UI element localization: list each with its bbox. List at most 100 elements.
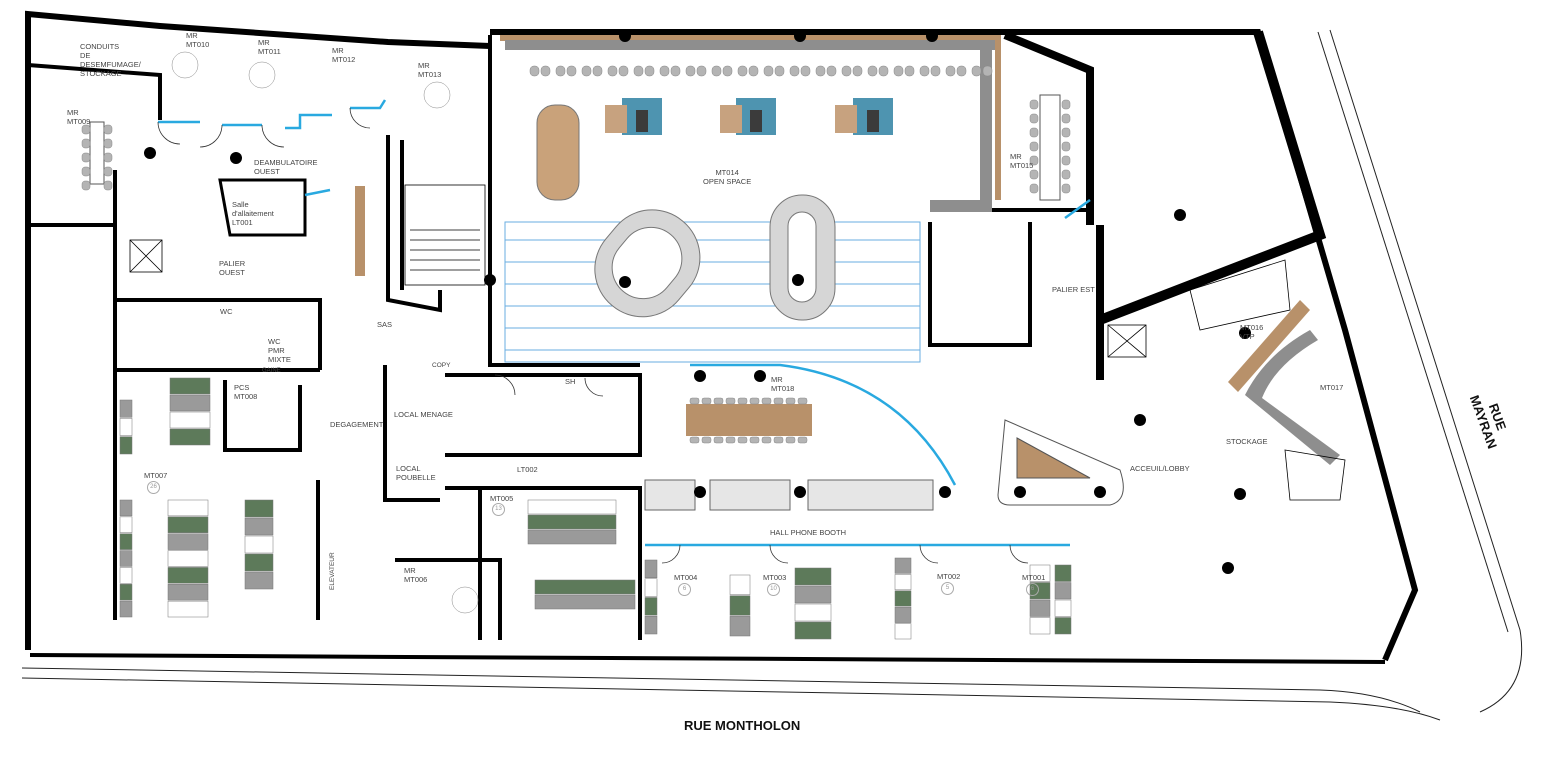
capacity-badge-mt001: 6 bbox=[1026, 583, 1039, 596]
chair bbox=[737, 436, 748, 444]
chair bbox=[1061, 113, 1071, 124]
room-label-palier-ouest: PALIER OUEST bbox=[219, 259, 246, 277]
room-label-conduits: CONDUITS DE DESEMFUMAGE/ STOCKAGE bbox=[80, 42, 141, 78]
chair bbox=[659, 65, 670, 77]
chair bbox=[81, 166, 91, 177]
desk bbox=[1054, 617, 1072, 635]
room-label-sh: SH bbox=[565, 377, 576, 386]
round-table bbox=[248, 61, 276, 89]
chair bbox=[1029, 99, 1039, 110]
room-label-elevateur: ELEVATEUR bbox=[329, 552, 336, 590]
chair bbox=[713, 436, 724, 444]
chair bbox=[773, 436, 784, 444]
room-label-mt001: MT001 bbox=[1022, 573, 1046, 582]
desk bbox=[729, 574, 751, 595]
chairs bbox=[81, 51, 1071, 614]
chair bbox=[540, 65, 551, 77]
desk bbox=[644, 597, 658, 616]
desk bbox=[1029, 617, 1051, 635]
column bbox=[794, 486, 806, 498]
room-label-mt018: MR MT018 bbox=[771, 375, 795, 393]
chair bbox=[103, 138, 113, 149]
column bbox=[619, 30, 631, 42]
chair bbox=[815, 65, 826, 77]
desk bbox=[119, 600, 133, 618]
chair bbox=[644, 65, 655, 77]
column bbox=[1239, 327, 1251, 339]
chair bbox=[1061, 141, 1071, 152]
desk bbox=[527, 514, 617, 530]
chair bbox=[904, 65, 915, 77]
desk bbox=[244, 571, 274, 590]
desk bbox=[167, 533, 209, 550]
desk bbox=[1029, 564, 1051, 582]
chair bbox=[841, 65, 852, 77]
room-label-degagement: DEGAGEMENT bbox=[330, 420, 384, 429]
desk bbox=[729, 616, 751, 637]
desk bbox=[1054, 564, 1072, 582]
chair bbox=[763, 65, 774, 77]
chair bbox=[566, 65, 577, 77]
chair bbox=[826, 65, 837, 77]
column bbox=[230, 152, 242, 164]
chair bbox=[956, 65, 967, 77]
chair bbox=[878, 65, 889, 77]
column bbox=[1174, 209, 1186, 221]
desk bbox=[119, 499, 133, 517]
column bbox=[794, 30, 806, 42]
chair bbox=[701, 397, 712, 405]
phone-booths bbox=[644, 479, 934, 511]
chair bbox=[685, 65, 696, 77]
desk bbox=[119, 418, 133, 436]
desk bbox=[167, 567, 209, 584]
desk bbox=[527, 529, 617, 545]
desk bbox=[644, 559, 658, 578]
chair bbox=[761, 436, 772, 444]
chair bbox=[1029, 113, 1039, 124]
chair bbox=[1061, 183, 1071, 194]
chair bbox=[773, 397, 784, 405]
chair bbox=[797, 436, 808, 444]
column bbox=[792, 274, 804, 286]
room-label-sas: SAS bbox=[377, 320, 393, 329]
chair bbox=[789, 65, 800, 77]
room-label-palier-est: PALIER EST bbox=[1052, 285, 1095, 294]
chair bbox=[689, 397, 700, 405]
desk bbox=[644, 616, 658, 635]
chair bbox=[1029, 155, 1039, 166]
desk bbox=[534, 594, 636, 610]
desk bbox=[244, 553, 274, 572]
room-label-lt002: LT002 bbox=[517, 465, 538, 474]
chair bbox=[774, 65, 785, 77]
desk bbox=[794, 621, 832, 640]
room-label-local-menage: LOCAL MENAGE bbox=[394, 410, 453, 419]
desk bbox=[244, 517, 274, 536]
capacity-badge-mt007: 26 bbox=[147, 481, 160, 494]
column bbox=[1094, 486, 1106, 498]
chair bbox=[1029, 169, 1039, 180]
oval-tables bbox=[536, 104, 836, 321]
desk bbox=[244, 535, 274, 554]
room-label-mt016: MT016 VTP bbox=[1240, 323, 1264, 341]
desk bbox=[169, 428, 211, 446]
desk bbox=[644, 578, 658, 597]
chair bbox=[713, 397, 724, 405]
column bbox=[694, 486, 706, 498]
stairs bbox=[129, 184, 1346, 501]
chair bbox=[749, 397, 760, 405]
desk bbox=[894, 590, 912, 607]
room-label-mt003: MT003 bbox=[763, 573, 787, 582]
column bbox=[939, 486, 951, 498]
chair bbox=[592, 65, 603, 77]
chair bbox=[529, 65, 540, 77]
room-label-wc-pmr: WC PMR MIXTE bbox=[268, 337, 291, 364]
meeting-table bbox=[1039, 94, 1061, 201]
chair bbox=[618, 65, 629, 77]
column bbox=[1234, 488, 1246, 500]
room-label-copy: COPY bbox=[432, 362, 451, 369]
column bbox=[1222, 562, 1234, 574]
room-label-mt012: MR MT012 bbox=[332, 46, 356, 64]
column bbox=[754, 370, 766, 382]
chair bbox=[1061, 99, 1071, 110]
chair bbox=[670, 65, 681, 77]
